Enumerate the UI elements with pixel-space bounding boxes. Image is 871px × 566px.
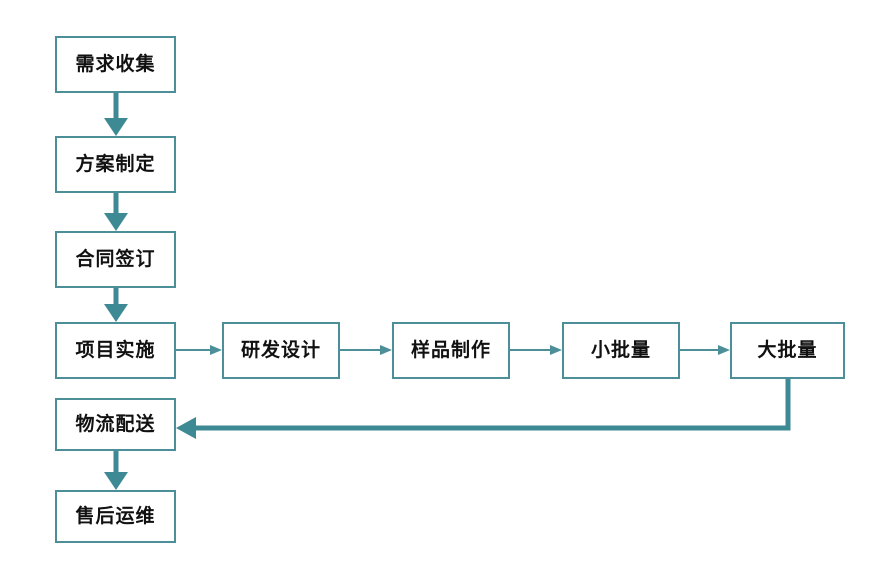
edge-requirements-to-planning	[104, 93, 128, 136]
node-label-small-batch: 小批量	[590, 340, 651, 361]
node-requirements[interactable]: 需求收集	[55, 36, 176, 93]
node-after-sales[interactable]: 售后运维	[55, 490, 176, 543]
edge-small-batch-to-large-batch	[680, 345, 730, 355]
node-label-requirements: 需求收集	[75, 54, 156, 75]
node-label-after-sales: 售后运维	[75, 506, 156, 527]
node-label-implement: 项目实施	[75, 340, 156, 361]
edge-planning-to-contract	[104, 193, 128, 231]
edge-contract-to-implement	[104, 288, 128, 322]
node-label-sample-make: 样品制作	[410, 340, 491, 361]
node-sample-make[interactable]: 样品制作	[392, 322, 510, 379]
node-label-large-batch: 大批量	[757, 340, 818, 361]
node-small-batch[interactable]: 小批量	[562, 322, 680, 379]
edge-sample-make-to-small-batch	[510, 345, 562, 355]
node-rnd-design[interactable]: 研发设计	[222, 322, 340, 379]
node-label-planning: 方案制定	[75, 154, 156, 175]
edge-large-batch-to-logistics	[176, 379, 791, 439]
node-contract[interactable]: 合同签订	[55, 231, 176, 288]
edge-logistics-to-after-sales	[104, 451, 128, 490]
node-large-batch[interactable]: 大批量	[730, 322, 845, 379]
node-planning[interactable]: 方案制定	[55, 136, 176, 193]
node-label-logistics: 物流配送	[75, 414, 156, 435]
node-label-contract: 合同签订	[75, 249, 156, 270]
node-label-rnd-design: 研发设计	[240, 340, 321, 361]
node-logistics[interactable]: 物流配送	[55, 398, 176, 451]
edge-rnd-design-to-sample-make	[340, 345, 392, 355]
edge-implement-to-rnd-design	[176, 345, 222, 355]
node-implement[interactable]: 项目实施	[55, 322, 176, 379]
